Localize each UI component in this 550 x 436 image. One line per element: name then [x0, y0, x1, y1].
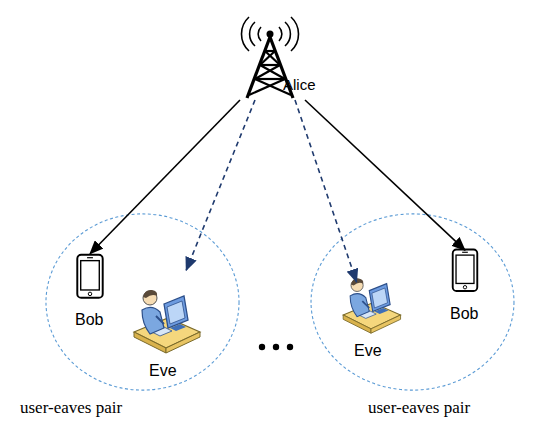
dot — [273, 344, 279, 350]
eve-eavesdropper: Eve — [130, 268, 202, 383]
eve-eavesdropper: Eve — [335, 268, 407, 368]
eavesdrop-arrow — [295, 100, 357, 282]
user-eaves-pair: user-eaves pairEveBob — [310, 213, 515, 391]
node-label: Eve — [354, 342, 382, 360]
dot — [259, 344, 265, 350]
pair-ellipse — [45, 213, 240, 391]
node-label: Alice — [283, 77, 316, 94]
signal-arrow — [90, 100, 240, 254]
node-label: Bob — [450, 305, 478, 323]
bob-phone: Bob — [65, 245, 115, 333]
signal-arrow — [305, 100, 465, 250]
dot — [287, 344, 293, 350]
bob-phone: Bob — [440, 240, 490, 325]
node-label: Bob — [75, 311, 103, 329]
node-label: user-eaves pair — [368, 399, 470, 418]
eavesdrop-arrow — [186, 100, 255, 270]
base-station: Alice — [225, 5, 325, 100]
node-label: Eve — [149, 362, 177, 380]
pair-ellipse — [310, 213, 515, 391]
user-eaves-pair: user-eaves pairBobEve — [45, 213, 240, 391]
node-label: user-eaves pair — [20, 399, 122, 418]
